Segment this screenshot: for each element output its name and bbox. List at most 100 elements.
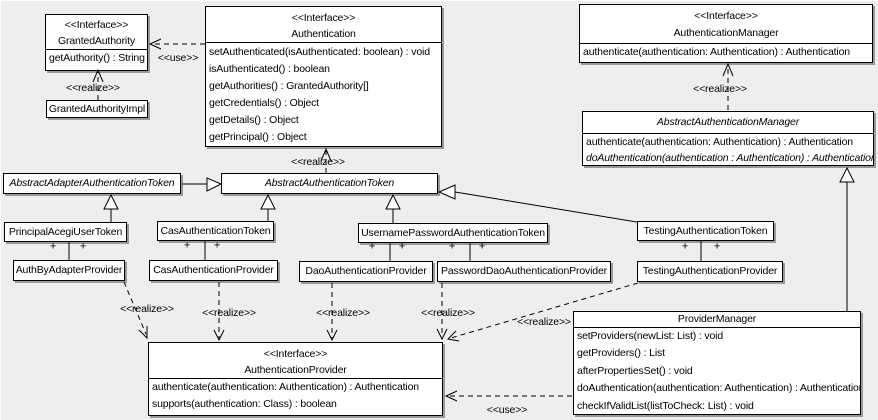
- realize-label: <<realize>>: [291, 156, 345, 168]
- generalization-providermanager[interactable]: [839, 166, 855, 311]
- class-cas-authentication-token[interactable]: CasAuthenticationToken: [157, 221, 274, 241]
- realize-label: <<realize>>: [202, 307, 256, 319]
- method: afterPropertiesSet() : void: [577, 364, 693, 377]
- class-name: AuthenticationManager: [673, 27, 779, 39]
- association-end-plus: +: [398, 240, 406, 253]
- triangle-arrowhead-icon: [385, 193, 401, 210]
- open-arrowhead-icon: [92, 68, 104, 83]
- realize-label: <<realize>>: [316, 307, 370, 319]
- method: isAuthenticated() : boolean: [209, 63, 330, 75]
- method: checkIfValidList(listToCheck: List) : vo…: [577, 399, 754, 412]
- class-testing-authentication-token[interactable]: TestingAuthenticationToken: [637, 221, 774, 241]
- class-cas-authentication-provider[interactable]: CasAuthenticationProvider: [149, 260, 278, 281]
- class-granted-authority-impl[interactable]: GrantedAuthorityImpl: [46, 100, 148, 118]
- realize-arrow-abstractauthenticationmanager[interactable]: [722, 62, 734, 110]
- generalization-principalacegiusertoken[interactable]: [103, 193, 119, 222]
- stereotype: <<Interface>>: [694, 10, 758, 22]
- class-name: UsernamePasswordAuthenticationToken: [361, 227, 545, 239]
- method: getProviders() : List: [577, 347, 665, 360]
- association-end-plus: +: [49, 240, 57, 253]
- realize-arrow-authbyadapterprovider[interactable]: [123, 281, 148, 340]
- class-name: ProviderManager: [677, 313, 757, 325]
- generalization-usernamepasswordauthenticationtoken[interactable]: [385, 193, 401, 223]
- method: setProviders(newList: List) : void: [577, 330, 724, 342]
- association-end-plus: +: [478, 240, 486, 253]
- generalization-testingauthenticationtoken[interactable]: [437, 184, 638, 223]
- class-name: AuthByAdapterProvider: [15, 264, 123, 276]
- association-end-plus: +: [368, 240, 376, 253]
- class-name: CasAuthenticationToken: [160, 225, 271, 237]
- realize-arrow-casauthenticationprovider[interactable]: [213, 282, 225, 342]
- realize-arrow-testingauthenticationprovider[interactable]: [446, 282, 639, 342]
- class-authentication-provider[interactable]: <<Interface>> AuthenticationProvider aut…: [148, 342, 443, 416]
- class-name: Authentication: [291, 28, 356, 40]
- realize-label: <<realize>>: [693, 83, 747, 95]
- class-granted-authority[interactable]: <<Interface>> GrantedAuthority getAuthor…: [45, 14, 148, 71]
- triangle-arrowhead-icon: [260, 193, 276, 210]
- method: getAuthorities() : GrantedAuthority[]: [209, 80, 369, 92]
- use-label: <<use>>: [486, 404, 528, 416]
- open-arrowhead-icon: [436, 328, 448, 341]
- open-arrowhead-icon: [722, 62, 734, 77]
- open-arrowhead-icon: [320, 147, 332, 162]
- class-name: TestingAuthenticationProvider: [642, 265, 778, 277]
- class-provider-manager[interactable]: ProviderManager setProviders(newList: Li…: [573, 311, 861, 415]
- generalization-casauthenticationtoken[interactable]: [260, 193, 276, 221]
- class-name: AbstractAuthenticationManager: [656, 116, 800, 128]
- class-abstract-adapter-authentication-token[interactable]: AbstractAdapterAuthenticationToken: [3, 173, 181, 194]
- association-end-plus: +: [448, 240, 456, 253]
- triangle-arrowhead-icon: [839, 166, 855, 183]
- association-end-plus: +: [79, 240, 87, 253]
- realize-arrow-abstractauthenticationtoken[interactable]: [320, 147, 332, 173]
- realize-arrow-passworddaoauthenticationprovider[interactable]: [436, 283, 448, 341]
- realize-label: <<realize>>: [421, 307, 475, 319]
- open-arrowhead-icon: [148, 38, 162, 50]
- class-authentication[interactable]: <<Interface>> Authentication setAuthenti…: [205, 6, 442, 147]
- method: setAuthenticated(isAuthenticated: boolea…: [209, 46, 430, 58]
- triangle-arrowhead-icon: [103, 193, 119, 210]
- class-username-password-authentication-token[interactable]: UsernamePasswordAuthenticationToken: [358, 223, 548, 243]
- class-name: GrantedAuthorityImpl: [48, 103, 146, 115]
- open-arrowhead-icon: [326, 329, 338, 342]
- method: supports(authentication: Class) : boolea…: [152, 398, 337, 410]
- class-abstract-authentication-token[interactable]: AbstractAuthenticationToken: [221, 173, 438, 194]
- class-testing-authentication-provider[interactable]: TestingAuthenticationProvider: [637, 261, 783, 282]
- realize-label: <<realize>>: [66, 82, 120, 94]
- association-end-plus: +: [183, 239, 191, 252]
- method: doAuthentication(authentication: Authent…: [577, 382, 860, 395]
- realize-arrow-daoauthenticationprovider[interactable]: [326, 283, 338, 342]
- stereotype: <<Interface>>: [291, 12, 356, 24]
- method: authenticate(authentication: Authenticat…: [586, 136, 853, 148]
- class-name: DaoAuthenticationProvider: [305, 265, 427, 277]
- realize-label: <<realize>>: [517, 316, 571, 328]
- class-authentication-manager[interactable]: <<Interface>> AuthenticationManager auth…: [579, 4, 873, 63]
- class-password-dao-authentication-provider[interactable]: PasswordDaoAuthenticationProvider: [437, 261, 611, 282]
- class-abstract-authentication-manager[interactable]: AbstractAuthenticationManager authentica…: [582, 111, 874, 166]
- triangle-arrowhead-icon: [437, 184, 456, 200]
- class-auth-by-adapter-provider[interactable]: AuthByAdapterProvider: [13, 260, 125, 281]
- class-name: PrincipalAcegiUserToken: [8, 226, 123, 238]
- class-name: AbstractAdapterAuthenticationToken: [9, 177, 175, 189]
- triangle-arrowhead-icon: [206, 177, 223, 192]
- method: authenticate(authentication: Authenticat…: [583, 46, 850, 58]
- open-arrowhead-icon: [138, 326, 148, 340]
- realize-label: <<realize>>: [120, 303, 174, 315]
- association-end-plus: +: [681, 240, 689, 253]
- class-principal-acegi-user-token[interactable]: PrincipalAcegiUserToken: [4, 222, 127, 242]
- class-name: AbstractAuthenticationToken: [264, 177, 395, 189]
- use-arrow-authentication-grantedauthority[interactable]: [148, 38, 205, 50]
- use-arrow-providermanager-authenticationprovider[interactable]: [444, 390, 572, 402]
- association-end-plus: +: [713, 240, 721, 253]
- class-name: TestingAuthenticationToken: [643, 225, 768, 237]
- association-end-plus: +: [213, 239, 221, 252]
- stereotype: <<Interface>>: [64, 19, 129, 31]
- use-label: <<use>>: [157, 52, 199, 64]
- realize-arrow-grantedauthorityimpl[interactable]: [92, 68, 104, 100]
- class-dao-authentication-provider[interactable]: DaoAuthenticationProvider: [299, 261, 433, 282]
- method-abstract: doAuthentication(authentication : Authen…: [586, 152, 873, 164]
- generalization-abstractadapterauthenticationtoken[interactable]: [182, 177, 223, 192]
- method: getDetails() : Object: [209, 114, 299, 126]
- method: getCredentials() : Object: [209, 97, 320, 109]
